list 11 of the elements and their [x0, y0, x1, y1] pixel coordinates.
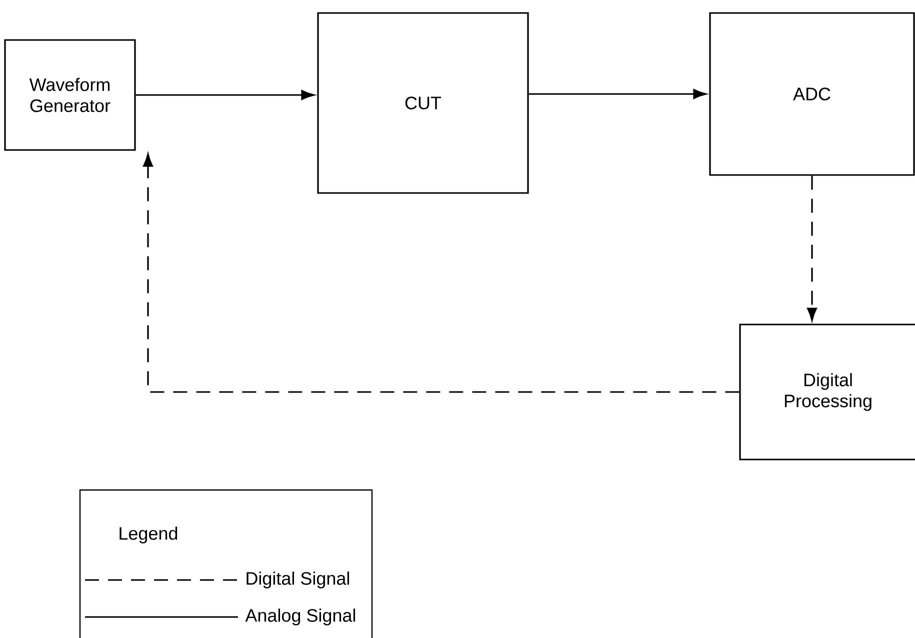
arrow	[807, 176, 817, 321]
legend-text: Analog Signal	[245, 608, 356, 626]
process-box: Digital Processing	[739, 324, 915, 460]
process-box: Waveform Generator	[4, 39, 136, 151]
arrow	[528, 89, 706, 99]
process-box: CUT	[317, 12, 529, 194]
arrow	[143, 154, 740, 393]
arrow	[136, 90, 314, 100]
legend-text: Digital Signal	[246, 572, 350, 588]
process-box: ADC	[709, 12, 915, 176]
legend-title: Legend	[120, 526, 178, 544]
